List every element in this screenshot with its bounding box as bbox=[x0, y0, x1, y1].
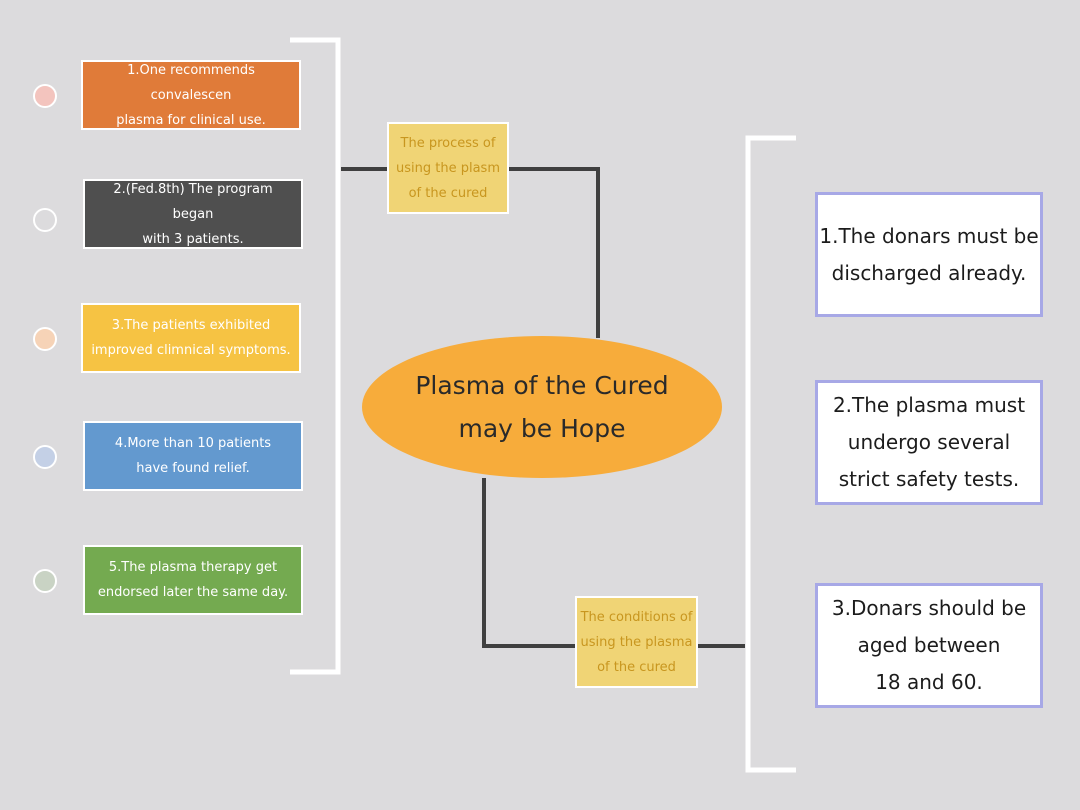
condition-2: 2.The plasma must undergo several strict… bbox=[815, 380, 1043, 505]
lower-connector bbox=[482, 478, 745, 648]
condition-1: 1.The donars must be discharged already. bbox=[815, 192, 1043, 317]
step-dot-4 bbox=[33, 445, 57, 469]
right-bracket bbox=[745, 135, 796, 773]
process-node: The process of using the plasm of the cu… bbox=[387, 122, 509, 214]
process-step-4: 4.More than 10 patients have found relie… bbox=[83, 421, 303, 491]
step-dot-5 bbox=[33, 569, 57, 593]
upper-connector bbox=[341, 167, 600, 338]
step-dot-2 bbox=[33, 208, 57, 232]
step-dot-1 bbox=[33, 84, 57, 108]
left-bracket bbox=[290, 37, 341, 675]
central-topic: Plasma of the Cured may be Hope bbox=[362, 336, 722, 478]
step-dot-3 bbox=[33, 327, 57, 351]
process-step-2: 2.(Fed.8th) The program began with 3 pat… bbox=[83, 179, 303, 249]
process-step-1: 1.One recommends convalescen plasma for … bbox=[81, 60, 301, 130]
process-step-5: 5.The plasma therapy get endorsed later … bbox=[83, 545, 303, 615]
condition-3: 3.Donars should be aged between 18 and 6… bbox=[815, 583, 1043, 708]
conditions-node: The conditions of using the plasma of th… bbox=[575, 596, 698, 688]
process-step-3: 3.The patients exhibited improved climni… bbox=[81, 303, 301, 373]
